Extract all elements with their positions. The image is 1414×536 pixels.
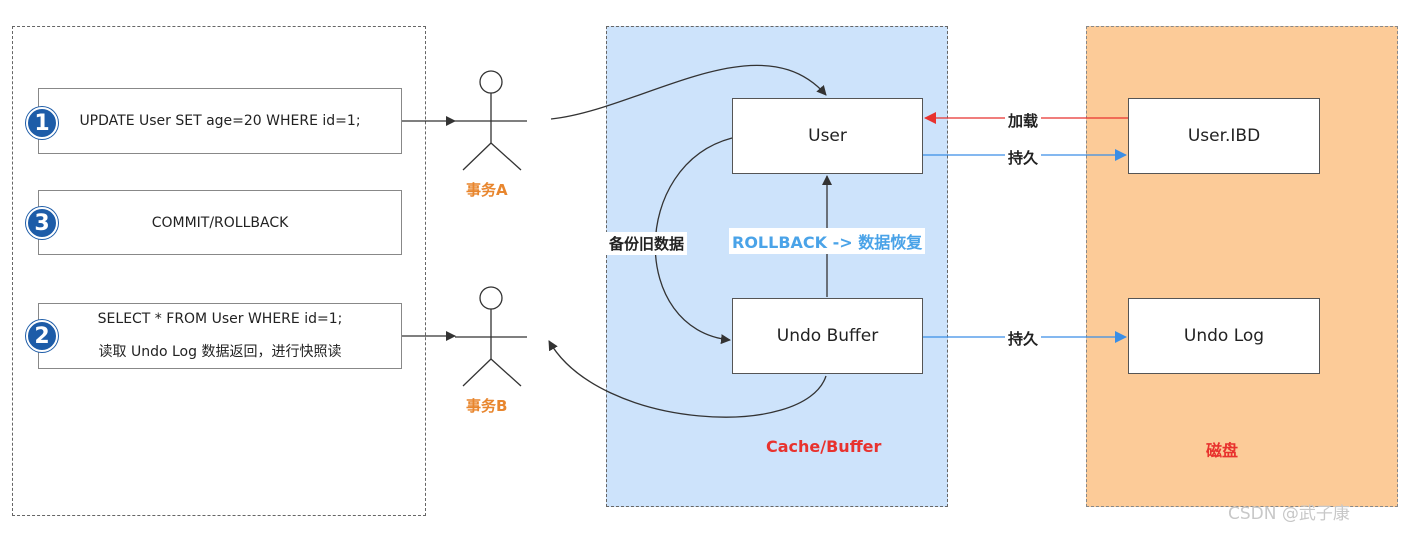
actor-a-label: 事务A (466, 181, 508, 199)
actor-b-icon (455, 286, 527, 387)
step1-sql-box: UPDATE User SET age=20 WHERE id=1; (38, 88, 402, 154)
step2-sql-box: SELECT * FROM User WHERE id=1; 读取 Undo L… (38, 303, 402, 369)
watermark: CSDN @武子康 (1228, 504, 1350, 524)
step1-sql-text: UPDATE User SET age=20 WHERE id=1; (79, 113, 361, 129)
disk-label: 磁盘 (1206, 441, 1239, 460)
undo-log-node: Undo Log (1128, 298, 1320, 374)
undo-buffer-label: Undo Buffer (776, 326, 879, 346)
user-cache-label: User (808, 126, 847, 146)
step-number-badge: 3 (26, 207, 58, 239)
arrow-undo-to-actor-b (548, 340, 827, 418)
actor-b-label: 事务B (466, 397, 508, 415)
undo-buffer-node: Undo Buffer (732, 298, 923, 374)
step2-sql-text: SELECT * FROM User WHERE id=1; (97, 311, 343, 327)
step2-desc-text: 读取 Undo Log 数据返回，进行快照读 (98, 344, 342, 360)
cache-buffer-label: Cache/Buffer (766, 437, 882, 456)
user-cache-node: User (732, 98, 923, 174)
load-label: 加载 (1005, 109, 1042, 132)
undo-log-label: Undo Log (1183, 326, 1265, 346)
step3-sql-text: COMMIT/ROLLBACK (151, 214, 289, 231)
persist-undo-label: 持久 (1005, 327, 1042, 350)
arrow-actor-a-to-user (550, 64, 827, 120)
step3-sql-box: COMMIT/ROLLBACK (38, 190, 402, 255)
actor-a-icon (455, 70, 527, 171)
step-number-badge: 1 (26, 107, 58, 139)
backup-old-data-label: 备份旧数据 (606, 232, 688, 255)
persist-user-label: 持久 (1005, 146, 1042, 169)
user-ibd-label: User.IBD (1187, 126, 1261, 146)
user-ibd-node: User.IBD (1128, 98, 1320, 174)
step-number-badge: 2 (26, 320, 58, 352)
rollback-restore-label: ROLLBACK -> 数据恢复 (729, 228, 926, 254)
